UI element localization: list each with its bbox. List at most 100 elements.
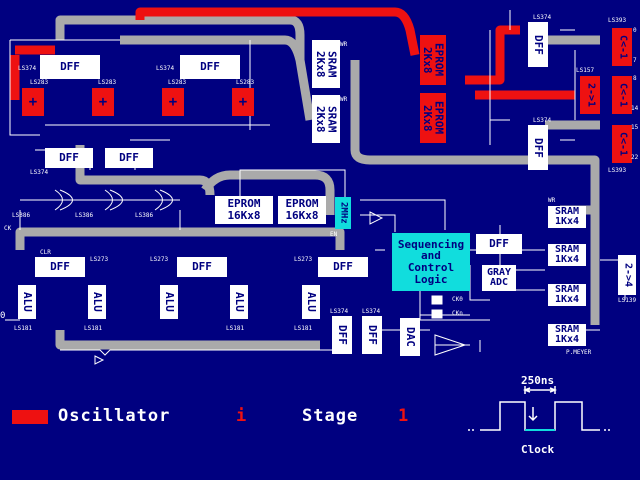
alu-2: ALU	[88, 285, 106, 319]
chip-tag: LS157	[576, 67, 595, 74]
chip-tag: LS374	[18, 65, 37, 72]
chip-tag: LS181	[226, 325, 245, 332]
sram-1kx4-4: SRAM 1Kx4	[548, 324, 586, 346]
block-label: C<-1	[617, 131, 629, 157]
dff-mid-1: DFF	[45, 148, 93, 168]
chip-tag: LS374	[156, 65, 175, 72]
block-label: DFF	[365, 325, 379, 345]
chip-tag: LS386	[135, 212, 154, 219]
sram-1kx4-2: SRAM 1Kx4	[548, 244, 586, 266]
block-label: SRAM 2Kx8	[314, 50, 339, 78]
block-label: SRAM 1Kx4	[554, 205, 580, 227]
bus-top-loop	[55, 15, 305, 60]
chip-tag: CLR	[40, 249, 51, 256]
bus-sram-link	[120, 35, 315, 121]
adder-2: +	[92, 88, 114, 116]
dac: DAC	[400, 318, 420, 356]
pin-number: 7	[633, 57, 637, 64]
dff-out-1: DFF	[332, 316, 352, 354]
mux-2to1: 2->1	[580, 76, 600, 114]
chip-tag: LS374	[330, 308, 349, 315]
block-label: DFF	[119, 151, 139, 165]
block-label: 2MHz	[338, 202, 349, 224]
bus-alu-row	[15, 227, 345, 250]
stage-label: Stage	[302, 406, 359, 426]
block-label: ALU	[304, 292, 318, 312]
chip-tag: CKn	[452, 310, 463, 317]
counter-1: C<-1	[612, 28, 632, 66]
block-label: C<-1	[617, 82, 629, 108]
chip-tag: LS273	[150, 256, 169, 263]
chip-tag: LS386	[12, 212, 31, 219]
block-label: DFF	[59, 151, 79, 165]
block-label: EPROM 16Kx8	[285, 197, 319, 222]
block-label: DFF	[531, 137, 545, 158]
chip-tag: LS283	[168, 79, 187, 86]
block-label: DFF	[192, 260, 212, 274]
bus-alu-out	[55, 330, 320, 350]
block-label: DFF	[200, 60, 220, 74]
clock-label: Clock	[521, 443, 555, 456]
block-label: EPROM 2Kx8	[421, 101, 446, 135]
clock-waveform	[480, 401, 600, 431]
block-label: DFF	[531, 34, 545, 55]
counter-2: C<-1	[612, 76, 632, 114]
block-label: DFF	[333, 260, 353, 274]
pin-number: 14	[631, 105, 639, 112]
gray-adc: GRAY ADC	[482, 265, 516, 291]
block-label: ALU	[90, 292, 104, 312]
block-label: EPROM 16Kx8	[227, 197, 261, 222]
chip-tag: LS139	[618, 297, 637, 304]
block-label: ALU	[162, 292, 176, 312]
pin-number: 22	[631, 154, 639, 161]
chip-tag: LS181	[84, 325, 103, 332]
chip-tag: LS283	[30, 79, 49, 86]
pin-number: 0	[633, 27, 637, 34]
block-label: DFF	[50, 260, 70, 274]
redbus-top	[135, 7, 420, 56]
block-label: DFF	[489, 237, 509, 251]
author-credit: P.MEYER	[566, 349, 592, 356]
chip-tag: CK	[4, 225, 12, 232]
pin-number: 8	[633, 75, 637, 82]
sram-top-1: SRAM 2Kx8	[312, 40, 340, 88]
dff-alu-2: DFF	[177, 257, 227, 277]
redbus-right	[465, 25, 520, 85]
chip-tag: LS273	[90, 256, 109, 263]
legend-swatch	[12, 410, 48, 424]
adder-3: +	[162, 88, 184, 116]
sequencing-control-logic: Sequencing and Control Logic	[392, 233, 470, 291]
block-label: C<-1	[617, 34, 629, 60]
chip-tag: WR	[340, 96, 348, 103]
block-label: SRAM 2Kx8	[314, 105, 339, 133]
dff-top-left-2: DFF	[180, 55, 240, 79]
block-label: GRAY ADC	[486, 266, 512, 288]
chip-tag: CK0	[452, 296, 463, 303]
dff-out-2: DFF	[362, 316, 382, 354]
bus-eprom-loop	[201, 170, 335, 215]
pin-number: 15	[631, 124, 639, 131]
chip-tag: LS283	[98, 79, 117, 86]
eprom-16k-2: EPROM 16Kx8	[278, 196, 326, 224]
dff-top-right-2: DFF	[528, 125, 548, 170]
dff-mid-2: DFF	[105, 148, 153, 168]
sram-1kx4-1: SRAM 1Kx4	[548, 206, 586, 228]
bus-tr	[545, 35, 600, 130]
alu-5: ALU	[302, 285, 320, 319]
chip-tag: LS393	[608, 167, 627, 174]
block-label: ALU	[20, 292, 34, 312]
sram-1kx4-3: SRAM 1Kx4	[548, 284, 586, 306]
alu-4: ALU	[230, 285, 248, 319]
block-label: 2->1	[585, 82, 597, 108]
chip-tag: LS386	[75, 212, 94, 219]
block-label: DFF	[335, 325, 349, 345]
block-label: SRAM 1Kx4	[554, 323, 580, 345]
eprom-red-2: EPROM 2Kx8	[420, 93, 446, 143]
dff-top-right-1: DFF	[528, 22, 548, 67]
chip-tag: WR	[340, 41, 348, 48]
counter-3: C<-1	[612, 125, 632, 163]
chip-tag: LS374	[362, 308, 381, 315]
period-label: 250ns	[521, 374, 555, 387]
chip-tag: LS374	[30, 169, 49, 176]
